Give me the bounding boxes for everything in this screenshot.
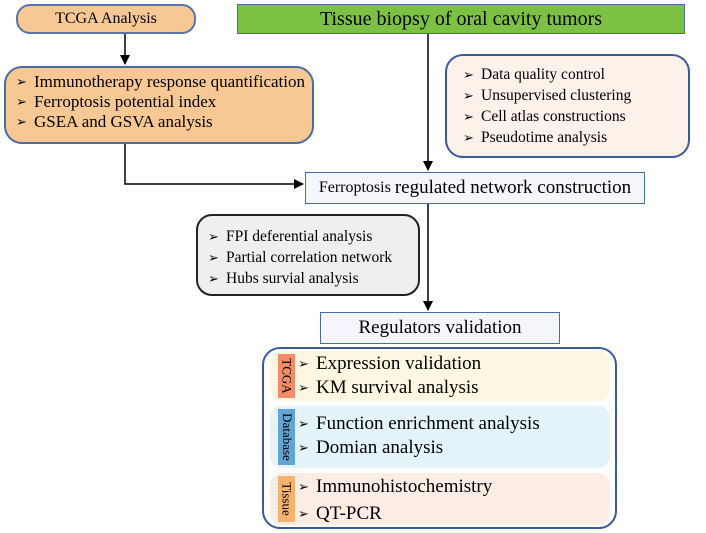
section-tag-tcga: TCGA [278, 354, 295, 398]
list-item: ➢ Expression validation [298, 353, 482, 374]
list-item: ➢ QT-PCR [298, 500, 492, 527]
network-construction-box: Ferroptosis regulated network constructi… [305, 172, 645, 204]
validation-section-tcga: TCGA ➢ Expression validation ➢ KM surviv… [270, 351, 610, 401]
bullet-arrow-icon: ➢ [208, 250, 219, 265]
list-item: ➢ KM survival analysis [298, 377, 479, 398]
list-item: ➢ Immunotherapy response quantification [16, 72, 305, 91]
list-item: ➢ Unsupervised clustering [463, 87, 632, 104]
list-item: ➢ Data quality control [463, 66, 605, 83]
network-label-rest: regulated network construction [394, 177, 632, 198]
list-item: ➢ Hubs survial analysis [208, 270, 359, 287]
tissue-biopsy-box: Tissue biopsy of oral cavity tumors [237, 4, 685, 34]
bullet-arrow-icon: ➢ [298, 440, 309, 455]
bullet-arrow-icon: ➢ [16, 74, 27, 89]
tcga-steps-box: ➢ Immunotherapy response quantification … [4, 66, 314, 144]
bullet-arrow-icon: ➢ [16, 94, 27, 109]
bullet-arrow-icon: ➢ [298, 356, 309, 371]
bullet-arrow-icon: ➢ [298, 416, 309, 431]
list-item: ➢ FPI deferential analysis [208, 228, 373, 245]
section-tag-database: Database [278, 409, 295, 465]
validation-section-database: Database ➢ Function enrichment analysis … [270, 406, 610, 468]
list-item: ➢ Cell atlas constructions [463, 108, 626, 125]
tcga-analysis-box: TCGA Analysis [16, 4, 196, 34]
bullet-arrow-icon: ➢ [16, 114, 27, 129]
regulators-validation-box: Regulators validation [320, 312, 560, 344]
bullet-arrow-icon: ➢ [463, 88, 474, 103]
section-tag-tissue: Tissue [278, 476, 295, 522]
list-item: ➢ GSEA and GSVA analysis [16, 112, 213, 131]
tissue-biopsy-label: Tissue biopsy of oral cavity tumors [319, 7, 603, 30]
list-item: ➢ Partial correlation network [208, 249, 393, 266]
bullet-arrow-icon: ➢ [463, 109, 474, 124]
validation-section-tissue: Tissue ➢ Immunohistochemistry ➢ QT-PCR [270, 473, 610, 525]
list-item: ➢ Immunohistochemistry [298, 473, 492, 500]
bullet-arrow-icon: ➢ [463, 67, 474, 82]
list-item: ➢ Domian analysis [298, 437, 444, 458]
bullet-arrow-icon: ➢ [298, 479, 309, 494]
bullet-arrow-icon: ➢ [298, 506, 309, 521]
list-item: ➢ Function enrichment analysis [298, 413, 540, 434]
bullet-arrow-icon: ➢ [463, 130, 474, 145]
network-steps-box: ➢ FPI deferential analysis ➢ Partial cor… [196, 214, 420, 296]
bullet-arrow-icon: ➢ [208, 271, 219, 286]
bullet-arrow-icon: ➢ [298, 380, 309, 395]
arrow-tcga-steps-to-network [124, 144, 304, 189]
tcga-analysis-label: TCGA Analysis [55, 10, 157, 27]
single-cell-steps-box: ➢ Data quality control ➢ Unsupervised cl… [445, 54, 690, 158]
bullet-arrow-icon: ➢ [208, 229, 219, 244]
list-item: ➢ Ferroptosis potential index [16, 92, 217, 111]
validation-details-box: TCGA ➢ Expression validation ➢ KM surviv… [262, 347, 617, 529]
regulators-validation-label: Regulators validation [358, 317, 522, 338]
list-item: ➢ Pseudotime analysis [463, 129, 608, 146]
network-label-ferroptosis: Ferroptosis [318, 179, 391, 196]
